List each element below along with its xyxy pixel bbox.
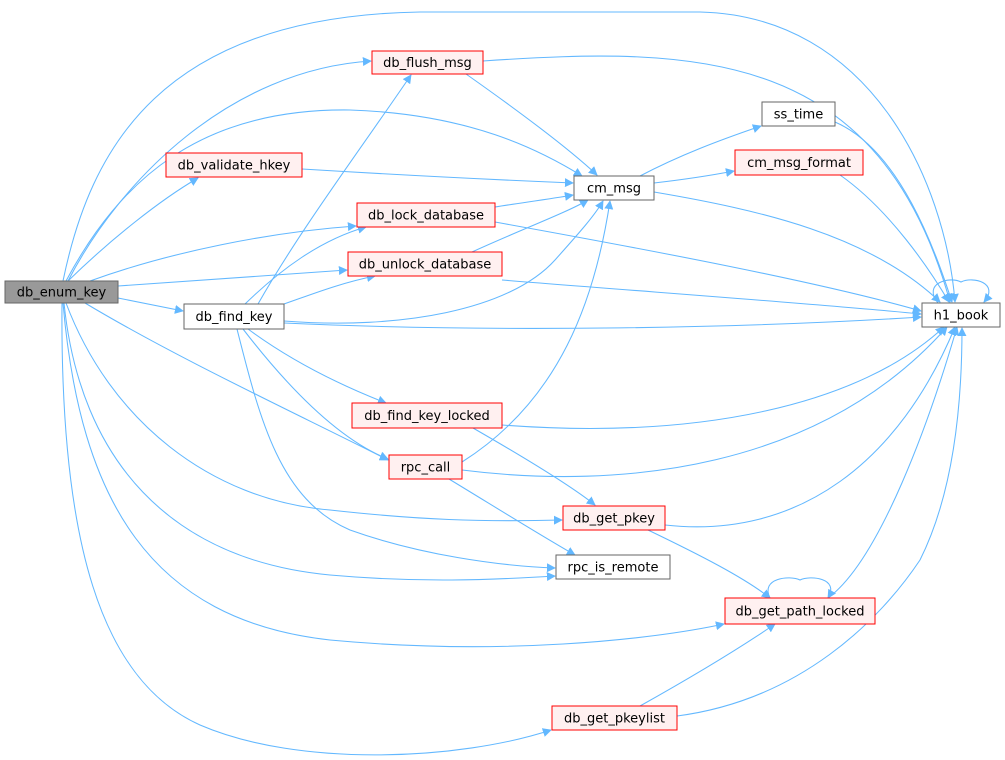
node-label: cm_msg_format — [747, 156, 851, 171]
edge-db_validate_hkey-to-cm_msg — [301, 168, 574, 188]
node-box — [371, 50, 484, 75]
edge-db_get_pkeylist-to-db_get_path_locked — [639, 623, 776, 707]
edge-rpc_call-to-rpc_is_remote — [448, 478, 576, 556]
node-db-get-path-locked[interactable]: db_get_path_locked — [724, 597, 876, 625]
node-label: db_get_pkeylist — [564, 712, 665, 727]
node-label: db_unlock_database — [359, 258, 492, 273]
edge-db_get_pkey-to-db_get_path_locked — [647, 529, 771, 599]
edge-db_find_key-to-db_unlock_database — [283, 273, 376, 305]
edge-h1_book-to-h1_book — [932, 279, 993, 304]
node-box — [761, 101, 836, 127]
node-box — [4, 280, 119, 304]
node-box — [724, 597, 876, 625]
node-box — [573, 175, 655, 201]
node-box — [165, 152, 303, 178]
node-box — [555, 554, 671, 580]
edge-db_find_key-to-db_lock_database — [244, 224, 367, 305]
node-box — [562, 505, 666, 531]
node-db-find-key[interactable]: db_find_key — [183, 303, 285, 330]
edge-db_enum_key-to-db_find_key — [117, 297, 184, 314]
edge-db_lock_database-to-cm_msg — [494, 191, 574, 208]
node-db-find-key-locked[interactable]: db_find_key_locked — [351, 402, 503, 429]
edge-db_enum_key-to-h1_book — [62, 11, 959, 303]
node-ss-time[interactable]: ss_time — [761, 101, 836, 127]
node-rpc-call[interactable]: rpc_call — [388, 454, 463, 480]
node-label: rpc_call — [401, 461, 451, 476]
node-db-get-pkey[interactable]: db_get_pkey — [562, 505, 666, 531]
edge-db_enum_key-to-db_get_pkey — [65, 302, 563, 525]
node-label: h1_book — [934, 309, 989, 324]
edge-db_find_key-to-cm_msg — [283, 200, 604, 324]
edge-cm_msg-to-h1_book — [653, 191, 941, 303]
edge-db_unlock_database-to-cm_msg — [471, 199, 589, 253]
edge-db_flush_msg-to-h1_book — [482, 55, 953, 303]
edge-db_flush_msg-to-cm_msg — [465, 73, 598, 176]
edge-db_enum_key-to-db_flush_msg — [67, 57, 372, 282]
edge-db_find_key_locked-to-h1_book — [501, 326, 945, 429]
node-box — [183, 303, 285, 330]
node-db-validate-hkey[interactable]: db_validate_hkey — [165, 152, 303, 178]
edge-db_get_path_locked-to-db_get_path_locked — [767, 577, 837, 599]
edge-db_enum_key-to-db_get_path_locked — [62, 302, 725, 648]
node-label: db_get_path_locked — [736, 605, 865, 620]
edge-db_find_key-to-db_find_key_locked — [247, 328, 387, 405]
edge-db_find_key-to-rpc_is_remote — [236, 328, 556, 573]
edge-db_enum_key-to-db_unlock_database — [117, 265, 348, 287]
edge-db_find_key-to-db_flush_msg — [257, 74, 412, 305]
edge-cm_msg-to-cm_msg_format — [653, 168, 735, 184]
node-box — [351, 402, 503, 429]
edge-db_enum_key-to-rpc_call — [84, 302, 389, 461]
node-cm-msg[interactable]: cm_msg — [573, 175, 655, 201]
edges — [61, 11, 993, 756]
node-label: cm_msg — [587, 182, 641, 197]
edge-rpc_call-to-cm_msg — [461, 200, 614, 463]
nodes: db_enum_key db_flush_msg db_validate_hkeyd… — [4, 50, 1001, 731]
edge-db_find_key-to-h1_book — [283, 313, 922, 329]
node-box — [921, 302, 1001, 328]
edge-db_get_pkey-to-h1_book — [664, 326, 957, 528]
node-label: db_lock_database — [368, 209, 484, 224]
edge-db_enum_key-to-cm_msg — [65, 109, 583, 282]
edge-ss_time-to-h1_book — [834, 121, 954, 303]
node-db-flush-msg[interactable]: db_flush_msg — [371, 50, 484, 75]
node-label: db_flush_msg — [383, 56, 472, 71]
edge-cm_msg_format-to-h1_book — [839, 174, 950, 303]
node-label: ss_time — [774, 108, 823, 123]
edge-cm_msg-to-ss_time — [639, 124, 762, 177]
edge-db_find_key_locked-to-db_get_pkey — [472, 427, 596, 506]
node-label: db_validate_hkey — [178, 159, 291, 174]
node-box — [734, 149, 864, 176]
node-box — [551, 705, 678, 731]
edge-db_enum_key-to-rpc_is_remote — [63, 302, 556, 581]
node-label: db_find_key — [196, 310, 273, 325]
node-h1-book[interactable]: h1_book — [921, 302, 1001, 328]
node-rpc-is-remote[interactable]: rpc_is_remote — [555, 554, 671, 580]
node-box — [347, 251, 503, 277]
node-box — [356, 202, 496, 228]
edge-db_get_pkeylist-to-h1_book — [676, 327, 967, 717]
node-db-unlock-database[interactable]: db_unlock_database — [347, 251, 503, 277]
node-label: db_find_key_locked — [364, 409, 489, 424]
edge-db_get_path_locked-to-h1_book — [827, 326, 960, 599]
node-label: db_get_pkey — [573, 512, 655, 527]
edge-db_lock_database-to-h1_book — [494, 221, 922, 314]
edge-db_unlock_database-to-h1_book — [501, 279, 922, 318]
edge-rpc_call-to-h1_book — [461, 326, 948, 478]
node-label: rpc_is_remote — [568, 561, 659, 576]
edge-db_enum_key-to-db_get_pkeylist — [61, 302, 552, 756]
node-db-lock-database[interactable]: db_lock_database — [356, 202, 496, 228]
edge-db_enum_key-to-db_lock_database — [89, 222, 357, 282]
edge-db_find_key-to-rpc_call — [242, 328, 389, 461]
node-box — [388, 454, 463, 480]
edge-db_enum_key-to-db_validate_hkey — [67, 177, 199, 282]
node-db-enum-key: db_enum_key — [4, 280, 119, 304]
node-cm-msg-format[interactable]: cm_msg_format — [734, 149, 864, 176]
node-label: db_enum_key — [17, 286, 107, 301]
node-db-get-pkeylist[interactable]: db_get_pkeylist — [551, 705, 678, 731]
